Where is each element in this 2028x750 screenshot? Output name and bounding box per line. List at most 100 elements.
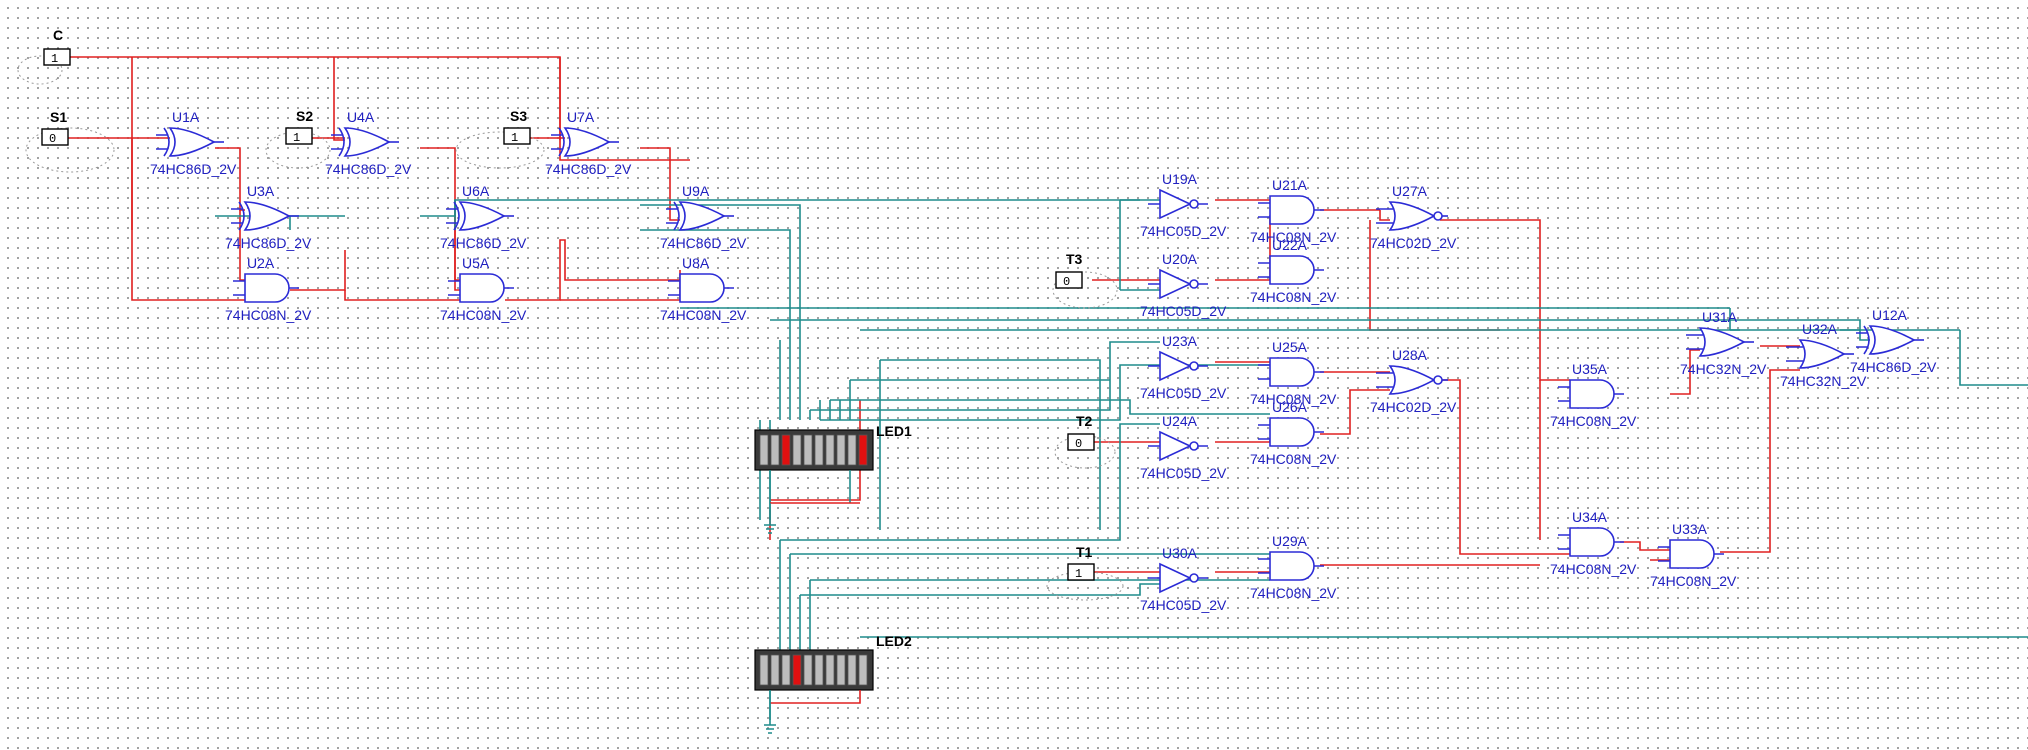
- and-gate-icon: [1558, 527, 1624, 557]
- led1-segment: [803, 434, 813, 466]
- and-gate-icon: [1258, 357, 1324, 387]
- switch-s1[interactable]: 0 S1: [25, 109, 115, 173]
- gate-u22a-ref: U22A: [1272, 237, 1308, 253]
- switch-t2-label: T2: [1076, 413, 1093, 429]
- gate-u30a-part: 74HC05D_2V: [1140, 597, 1227, 613]
- gate-u6a-part: 74HC86D_2V: [440, 235, 527, 251]
- led2-segment: [858, 654, 868, 686]
- and-gate-icon: [1658, 539, 1724, 569]
- or-gate-icon: [1686, 327, 1754, 357]
- gate-u12a[interactable]: U12A 74HC86D_2V: [1850, 307, 1937, 375]
- led2-segment: [792, 654, 802, 686]
- gate-u19a-ref: U19A: [1162, 171, 1198, 187]
- switch-c-value: 1: [51, 52, 58, 66]
- gate-u35a[interactable]: U35A 74HC08N_2V: [1550, 361, 1637, 429]
- gate-u22a[interactable]: U22A 74HC08N_2V: [1250, 237, 1337, 305]
- input-switches: 1 C 0 S1 1 S2 1 S3 0 T3: [17, 27, 1124, 601]
- switch-s3[interactable]: 1 S3: [455, 108, 545, 169]
- gate-u25a-ref: U25A: [1272, 339, 1308, 355]
- switch-t1[interactable]: 1 T1: [1046, 544, 1124, 601]
- led1-segment: [825, 434, 835, 466]
- gate-u12a-ref: U12A: [1872, 307, 1908, 323]
- switch-t1-value: 1: [1075, 567, 1082, 581]
- switch-c[interactable]: 1 C: [17, 27, 71, 85]
- switch-t3-label: T3: [1066, 251, 1083, 267]
- gate-u12a-part: 74HC86D_2V: [1850, 359, 1937, 375]
- switch-s2[interactable]: 1 S2: [265, 108, 331, 169]
- gate-u23a-ref: U23A: [1162, 333, 1198, 349]
- gate-u21a-part: 74HC08N_2V: [1250, 229, 1337, 245]
- wires-inactive: [215, 199, 2028, 720]
- gate-u1a-ref: U1A: [172, 109, 200, 125]
- led2-segment: [781, 654, 791, 686]
- not-gate-icon: [1148, 188, 1208, 220]
- gate-u3a-ref: U3A: [247, 183, 275, 199]
- gate-u7a-ref: U7A: [567, 109, 595, 125]
- switch-c-label: C: [53, 27, 63, 43]
- and-gate-icon: [668, 273, 734, 303]
- led1-ground-icon: [764, 503, 776, 534]
- led2-label: LED2: [876, 633, 912, 649]
- switch-t2-value: 0: [1075, 437, 1082, 451]
- gate-u22a-part: 74HC08N_2V: [1250, 289, 1337, 305]
- led2: LED2: [754, 633, 912, 734]
- xor-gate-icon: [1856, 325, 1924, 355]
- not-gate-icon: [1148, 268, 1208, 300]
- led1-segment: [781, 434, 791, 466]
- gate-u32a-ref: U32A: [1802, 321, 1838, 337]
- gate-u25a-part: 74HC08N_2V: [1250, 391, 1337, 407]
- xor-gate-icon: [231, 201, 299, 231]
- gate-u24a[interactable]: U24A 74HC05D_2V: [1140, 413, 1227, 481]
- switch-t1-label: T1: [1076, 544, 1093, 560]
- and-gate-icon: [233, 273, 299, 303]
- switch-t3[interactable]: 0 T3: [1052, 251, 1118, 309]
- gate-u35a-ref: U35A: [1572, 361, 1608, 377]
- led1: LED1: [754, 423, 912, 534]
- led2-segment: [847, 654, 857, 686]
- nor-gate-icon: [1376, 365, 1448, 395]
- gate-u33a-ref: U33A: [1672, 521, 1708, 537]
- and-gate-icon: [1258, 255, 1324, 285]
- led2-ground-icon: [764, 690, 776, 734]
- switch-s3-value: 1: [511, 131, 518, 145]
- switch-s1-value: 0: [49, 132, 56, 146]
- and-gate-icon: [1258, 417, 1324, 447]
- led1-segment: [847, 434, 857, 466]
- gate-u28a-ref: U28A: [1392, 347, 1428, 363]
- gate-u25a[interactable]: U25A 74HC08N_2V: [1250, 339, 1337, 407]
- xor-gate-icon: [331, 127, 399, 157]
- switch-t2[interactable]: 0 T2: [1054, 413, 1116, 469]
- gate-u1a-part: 74HC86D_2V: [150, 161, 237, 177]
- led1-label: LED1: [876, 423, 912, 439]
- gate-u27a-part: 74HC02D_2V: [1370, 235, 1457, 251]
- gate-u35a-part: 74HC08N_2V: [1550, 413, 1637, 429]
- gate-u31a-ref: U31A: [1702, 309, 1738, 325]
- gate-u34a-ref: U34A: [1572, 509, 1608, 525]
- gate-u1a[interactable]: U1A 74HC86D_2V: [150, 109, 237, 177]
- gate-u24a-ref: U24A: [1162, 413, 1198, 429]
- led1-segment: [792, 434, 802, 466]
- gate-u24a-part: 74HC05D_2V: [1140, 465, 1227, 481]
